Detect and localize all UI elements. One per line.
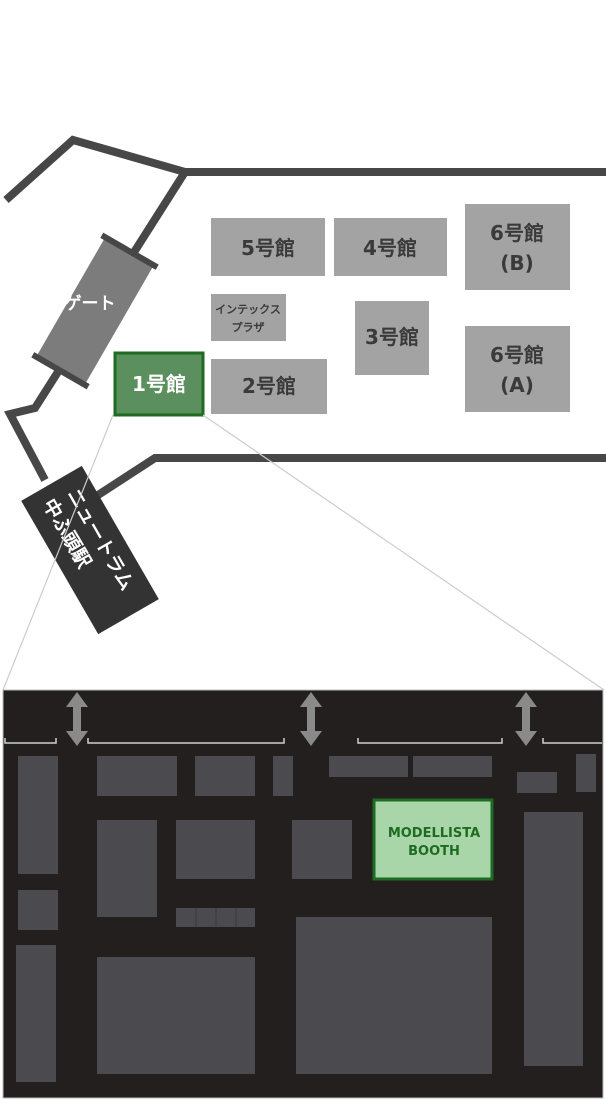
- hall-6b-label-line2: (B): [500, 251, 534, 275]
- booth-block[interactable]: [329, 756, 408, 777]
- hall-6a-label-line2: (A): [500, 373, 534, 397]
- hall-6a-label-line1: 6号館: [490, 343, 544, 367]
- entrance-arrow-icon: [300, 692, 322, 746]
- booth-blocks: [16, 754, 596, 1082]
- intex-plaza-label-line2: プラザ: [232, 320, 265, 334]
- booth-block[interactable]: [413, 756, 492, 777]
- hall-4[interactable]: [334, 218, 447, 276]
- hall-1[interactable]: [113, 351, 205, 417]
- booth-block[interactable]: [16, 945, 56, 1082]
- booth-block[interactable]: [97, 820, 157, 917]
- hall-2[interactable]: [211, 359, 327, 414]
- booth-block[interactable]: [176, 820, 255, 879]
- entrance-arrow-icon: [515, 692, 537, 746]
- booth-block[interactable]: [97, 756, 177, 796]
- hall-3[interactable]: [355, 301, 429, 375]
- intex-plaza[interactable]: [211, 294, 286, 341]
- modellista-booth[interactable]: [372, 798, 494, 881]
- hall-6b[interactable]: [465, 204, 570, 290]
- booth-block[interactable]: [517, 772, 557, 793]
- entrance-arrow-icon: [66, 692, 88, 746]
- booth-block[interactable]: [273, 776, 293, 796]
- road-north: [3, 135, 606, 203]
- hall-3-label: 3号館: [365, 325, 419, 349]
- zoom-guide-lines: [2, 414, 605, 691]
- booth-block[interactable]: [273, 756, 293, 776]
- modellista-booth-label-line1: MODELLISTA: [388, 826, 480, 841]
- booth-dividers: [195, 908, 237, 927]
- entrance-arrows: [66, 692, 537, 746]
- hall-6b-label-line1: 6号館: [490, 221, 544, 245]
- hall-1-label: 1号館: [132, 372, 186, 396]
- hall-2-label: 2号館: [242, 374, 296, 398]
- booth-block[interactable]: [524, 812, 583, 1066]
- booth-block[interactable]: [18, 890, 58, 930]
- booth-block[interactable]: [18, 756, 58, 874]
- booth-block[interactable]: [296, 917, 492, 1074]
- booth-block[interactable]: [97, 957, 255, 1074]
- intex-plaza-label-line1: インテックス: [215, 303, 281, 316]
- booth-block[interactable]: [576, 754, 596, 792]
- booth-block[interactable]: [195, 756, 255, 796]
- gate[interactable]: [31, 232, 159, 390]
- hall-6a[interactable]: [465, 326, 570, 412]
- wall-segments: [4, 738, 602, 744]
- road-south: [72, 454, 606, 514]
- station-building[interactable]: [21, 465, 159, 635]
- hall-5[interactable]: [211, 218, 325, 276]
- hall-4-label: 4号館: [363, 236, 417, 260]
- hall-5-label: 5号館: [241, 236, 295, 260]
- gate-label: ゲート: [65, 293, 116, 314]
- hall-1-floor-plan: MODELLISTA BOOTH: [2, 689, 604, 1099]
- modellista-booth-label-line2: BOOTH: [408, 844, 460, 859]
- halls: 5号館 4号館 6号館 (B) インテックス プラザ 3号館 6号館 (A) 1…: [113, 204, 570, 417]
- booth-block[interactable]: [292, 820, 352, 879]
